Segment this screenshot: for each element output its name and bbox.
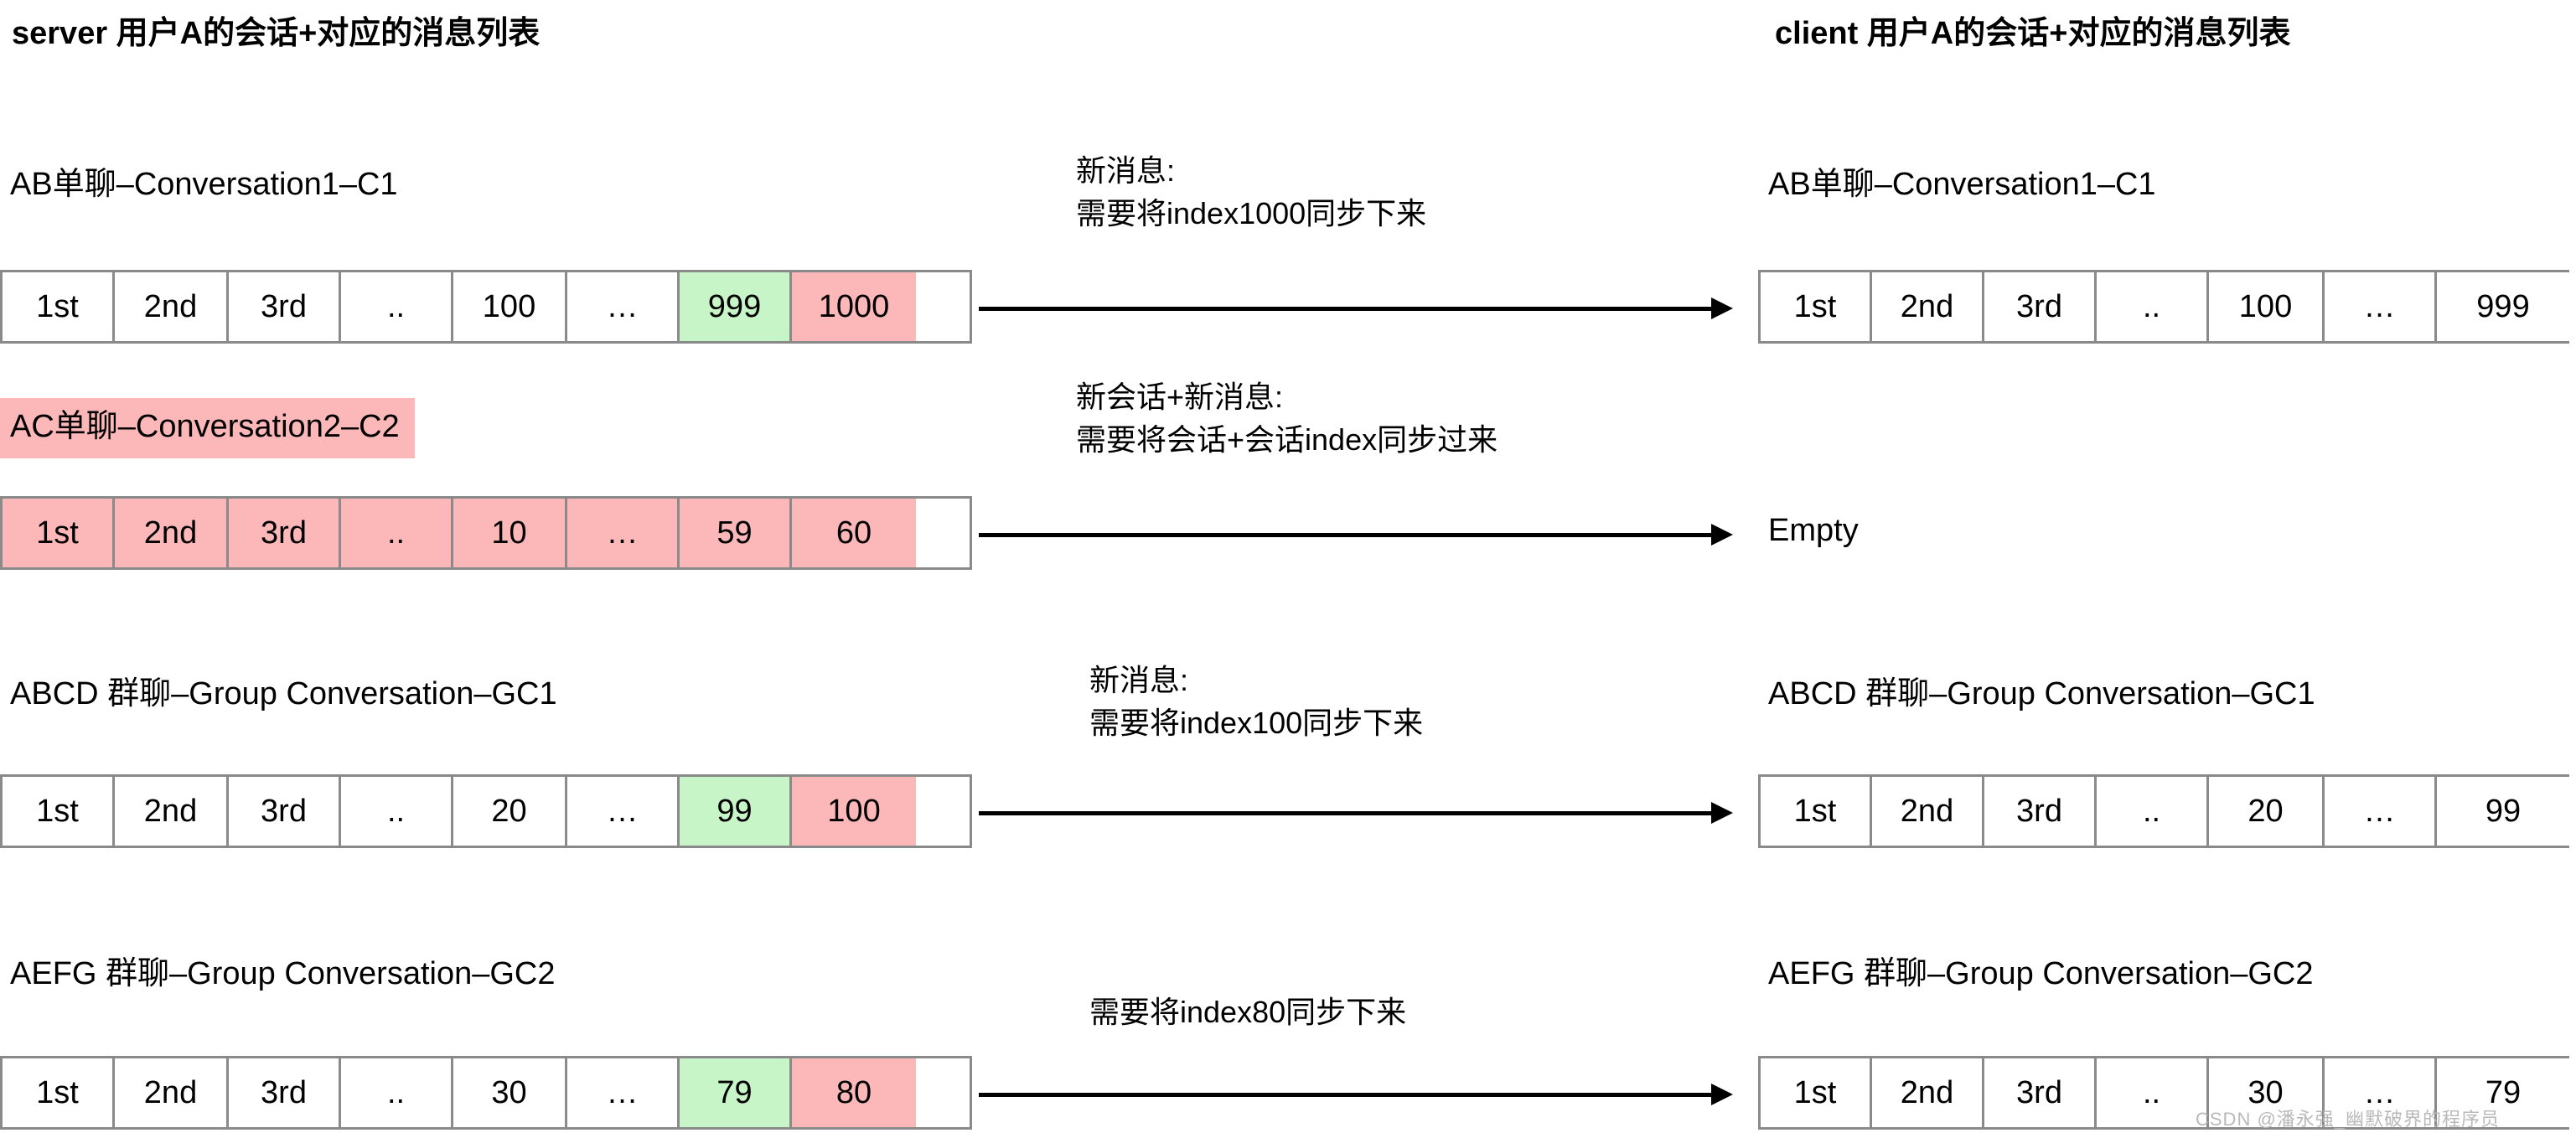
- server-index-cell: ..: [341, 499, 453, 567]
- sync-note-3: 需要将index80同步下来: [1089, 995, 1407, 1029]
- client-empty-label-1: Empty: [1768, 513, 1859, 548]
- server-index-cell: 2nd: [115, 272, 229, 341]
- client-conversation-title-3: AEFG 群聊–Group Conversation–GC2: [1768, 956, 2314, 991]
- sync-note-2: 新消息: 需要将index100同步下来: [1089, 663, 1424, 741]
- client-index-cell: 20: [2209, 777, 2325, 846]
- client-index-cell: 100: [2209, 272, 2325, 341]
- server-conversation-title-2: ABCD 群聊–Group Conversation–GC1: [10, 676, 557, 711]
- server-index-cell: 2nd: [115, 777, 229, 846]
- client-index-cell: 3rd: [1984, 1058, 2097, 1127]
- csdn-watermark: CSDN @潘永强_幽默破界的程序员: [2196, 1109, 2501, 1130]
- client-index-cell: 999: [2437, 272, 2569, 341]
- server-index-cell: 1st: [3, 272, 115, 341]
- client-index-cell: 2nd: [1872, 272, 1984, 341]
- server-index-cell: …: [567, 777, 680, 846]
- server-index-cell: ..: [341, 777, 453, 846]
- server-index-cell: 3rd: [229, 777, 341, 846]
- client-column-header: client 用户A的会话+对应的消息列表: [1775, 16, 2291, 51]
- server-index-cell: …: [567, 272, 680, 341]
- server-column-header: server 用户A的会话+对应的消息列表: [12, 16, 541, 51]
- client-index-cell: 1st: [1761, 272, 1872, 341]
- server-index-cell: 20: [453, 777, 567, 846]
- server-index-cell: 3rd: [229, 1058, 341, 1127]
- client-index-cell: ..: [2097, 272, 2209, 341]
- server-index-cell: 1000: [792, 272, 916, 341]
- server-index-cell: 99: [680, 777, 792, 846]
- server-index-cell: 3rd: [229, 499, 341, 567]
- sync-note-1: 新会话+新消息: 需要将会话+会话index同步过来: [1076, 380, 1498, 458]
- client-index-cell: 79: [2437, 1058, 2569, 1127]
- server-index-cell: …: [567, 1058, 680, 1127]
- client-index-cell: …: [2325, 777, 2437, 846]
- client-index-cell: ..: [2097, 777, 2209, 846]
- client-index-cell: 30: [2209, 1058, 2325, 1127]
- server-index-cell: 2nd: [115, 1058, 229, 1127]
- client-index-cell: ..: [2097, 1058, 2209, 1127]
- server-index-cell: 59: [680, 499, 792, 567]
- server-index-cell: 1st: [3, 777, 115, 846]
- server-index-cell: 999: [680, 272, 792, 341]
- client-index-cell: …: [2325, 272, 2437, 341]
- server-index-cell: 30: [453, 1058, 567, 1127]
- client-index-cell: 1st: [1761, 1058, 1872, 1127]
- client-conversation-title-2: ABCD 群聊–Group Conversation–GC1: [1768, 676, 2315, 711]
- server-index-cell: 100: [792, 777, 916, 846]
- server-conversation-title-0: AB单聊–Conversation1–C1: [10, 167, 398, 202]
- client-index-cell: 2nd: [1872, 777, 1984, 846]
- client-index-cell: 3rd: [1984, 777, 2097, 846]
- server-index-cell: 3rd: [229, 272, 341, 341]
- server-index-cell: ..: [341, 1058, 453, 1127]
- server-index-cell: …: [567, 499, 680, 567]
- server-index-cell: 1st: [3, 1058, 115, 1127]
- client-index-cell: 99: [2437, 777, 2569, 846]
- client-index-cell: 2nd: [1872, 1058, 1984, 1127]
- client-index-cell: 1st: [1761, 777, 1872, 846]
- sync-note-0: 新消息: 需要将index1000同步下来: [1076, 153, 1427, 231]
- client-conversation-title-0: AB单聊–Conversation1–C1: [1768, 167, 2156, 202]
- server-index-cell: 2nd: [115, 499, 229, 567]
- server-conversation-title-3: AEFG 群聊–Group Conversation–GC2: [10, 956, 556, 991]
- server-index-cell: 79: [680, 1058, 792, 1127]
- server-index-cell: 100: [453, 272, 567, 341]
- server-index-cell: ..: [341, 272, 453, 341]
- server-index-cell: 1st: [3, 499, 115, 567]
- server-index-cell: 60: [792, 499, 916, 567]
- server-conversation-title-1: AC单聊–Conversation2–C2: [0, 398, 415, 458]
- server-index-cell: 80: [792, 1058, 916, 1127]
- client-index-cell: 3rd: [1984, 272, 2097, 341]
- server-index-cell: 10: [453, 499, 567, 567]
- client-index-cell: …: [2325, 1058, 2437, 1127]
